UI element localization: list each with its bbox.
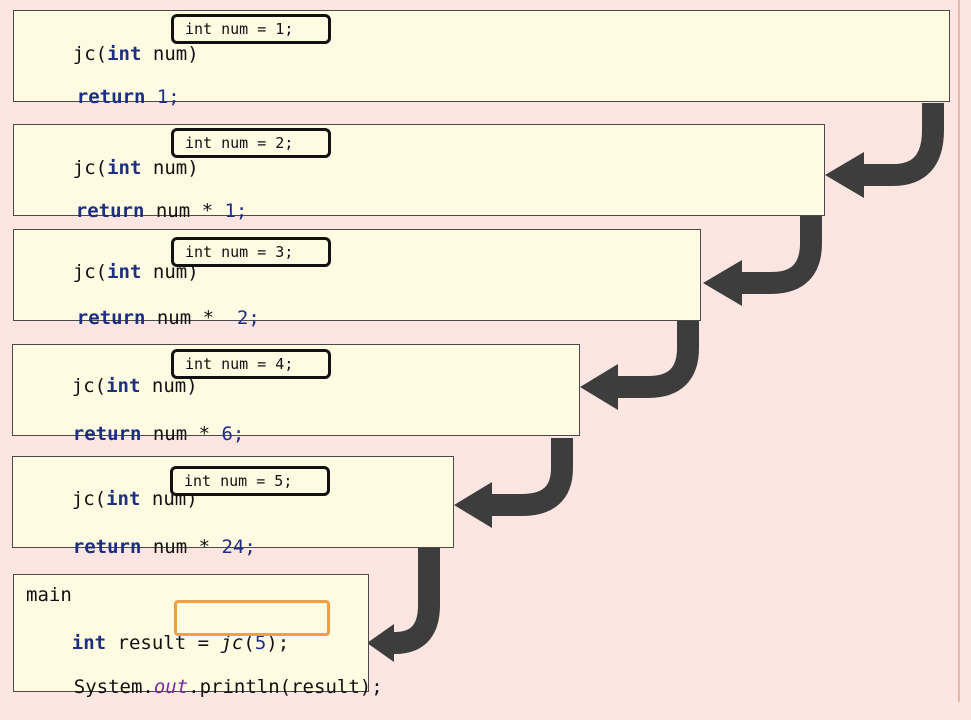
call-frame-1: jc(int num) int num = 1; return 1; [13, 10, 950, 108]
return-statement-3: return num * 2; [76, 307, 260, 329]
fn-name: jc [71, 488, 95, 510]
return-value: 6; [221, 423, 245, 445]
return-value: 1; [224, 200, 248, 222]
call-frame-3: jc(int num) int num = 3; return num * 2; [13, 229, 701, 329]
signature-4: jc(int num) [71, 375, 198, 397]
return-statement-4: return num * 6; [72, 423, 245, 445]
type-keyword: int [107, 261, 142, 283]
param-value-badge-4: int num = 4; [171, 349, 331, 379]
param-value-badge-2: int num = 2; [171, 128, 331, 158]
return-value: 24; [221, 536, 256, 558]
param-value-badge-3: int num = 3; [171, 237, 331, 267]
arrowhead-2 [703, 260, 742, 306]
call-highlight-box [174, 600, 330, 636]
arrowhead-1 [825, 152, 864, 198]
arrowhead-4 [454, 482, 492, 528]
print-statement: System.out.println(result); [73, 676, 383, 698]
return-statement-1: return 1; [76, 86, 180, 108]
call-fn-name: jc [220, 632, 244, 654]
fn-name: jc [71, 375, 95, 397]
signature-1: jc(int num) [72, 43, 199, 65]
fn-name: jc [72, 43, 96, 65]
type-keyword: int [106, 488, 141, 510]
return-arrow-5 [388, 545, 440, 654]
return-arrow-2 [738, 212, 822, 294]
return-arrow-4 [488, 438, 573, 516]
page-edge-line [958, 0, 960, 702]
main-label: main [26, 584, 72, 606]
return-value: 1; [156, 86, 180, 108]
return-value: 2; [236, 307, 260, 329]
type-keyword: int [107, 157, 142, 179]
call-frame-2: jc(int num) int num = 2; return num * 1; [13, 124, 825, 222]
signature-2: jc(int num) [72, 157, 199, 179]
return-statement-2: return num * 1; [75, 200, 248, 222]
type-keyword: int [107, 43, 142, 65]
return-statement-5: return num * 24; [72, 536, 256, 558]
call-frame-4: jc(int num) int num = 4; return num * 6; [12, 344, 580, 445]
call-frame-5: jc(int num) int num = 5; return num * 24… [12, 456, 454, 558]
result-declaration: int result = jc(5); [71, 632, 290, 654]
fn-name: jc [72, 157, 96, 179]
fn-name: jc [72, 261, 96, 283]
call-argument: 5 [254, 632, 267, 654]
out-field: out [153, 676, 189, 698]
arrowhead-3 [580, 364, 618, 410]
main-frame: main int result = jc(5); System.out.prin… [13, 574, 383, 698]
return-arrow-3 [614, 318, 699, 398]
return-arrow-1 [860, 103, 944, 186]
param-value-badge-5: int num = 5; [170, 466, 330, 496]
type-keyword: int [106, 375, 141, 397]
param-value-badge-1: int num = 1; [171, 14, 331, 44]
